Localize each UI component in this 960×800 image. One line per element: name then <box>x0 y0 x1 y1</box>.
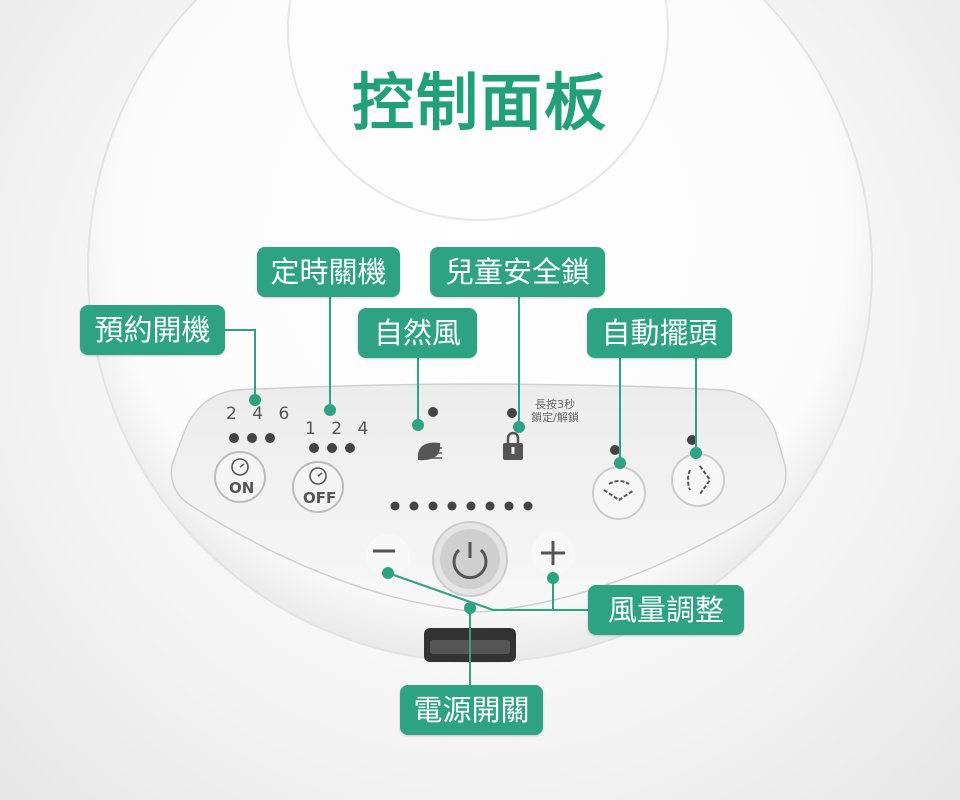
lock-hint-line-1: 長按3秒 <box>535 398 575 411</box>
clock-icon <box>309 467 327 485</box>
leaf-icon <box>417 442 441 461</box>
lock-hint-line-2: 鎖定/解鎖 <box>531 411 579 424</box>
fan-neck <box>287 0 669 221</box>
timer-on-button[interactable] <box>214 451 266 503</box>
label-auto-swing: 自動擺頭 <box>587 308 732 358</box>
indicator-leds <box>229 407 697 511</box>
power-icon <box>452 548 488 580</box>
label-power: 電源開關 <box>400 685 543 735</box>
wave-icon <box>432 447 442 459</box>
lock-icon <box>506 431 520 443</box>
label-natural-wind: 自然風 <box>358 308 477 358</box>
power-button[interactable] <box>432 521 508 597</box>
connector-dots <box>249 394 702 614</box>
plus-icon <box>541 541 565 565</box>
control-panel-surface <box>170 383 787 613</box>
swing-vertical-button[interactable] <box>671 453 725 507</box>
clock-icon <box>231 458 249 476</box>
label-wind-speed: 風量調整 <box>588 585 744 635</box>
child-lock-button[interactable] <box>503 431 523 460</box>
page-title: 控制面板 <box>351 66 608 139</box>
speed-down-button[interactable] <box>366 534 410 578</box>
timer-on-hours: 2 4 6 <box>226 404 295 424</box>
swing-horizontal-icon <box>603 480 635 502</box>
natural-wind-button[interactable] <box>417 442 442 461</box>
on-text: ON <box>229 479 255 497</box>
timer-off-button[interactable] <box>292 461 344 513</box>
lock-hint: 長按3秒 鎖定/解鎖 <box>520 398 590 424</box>
label-child-lock: 兒童安全鎖 <box>430 247 605 297</box>
connector-lines <box>225 297 697 685</box>
label-timer-on: 預約開機 <box>80 305 225 355</box>
timer-off-hours: 1 2 4 <box>305 419 374 439</box>
off-text: OFF <box>303 489 337 507</box>
swing-vertical-icon <box>687 465 712 495</box>
label-timer-off: 定時關機 <box>257 247 400 297</box>
swing-horizontal-button[interactable] <box>592 466 646 520</box>
speed-up-button[interactable] <box>531 531 575 575</box>
